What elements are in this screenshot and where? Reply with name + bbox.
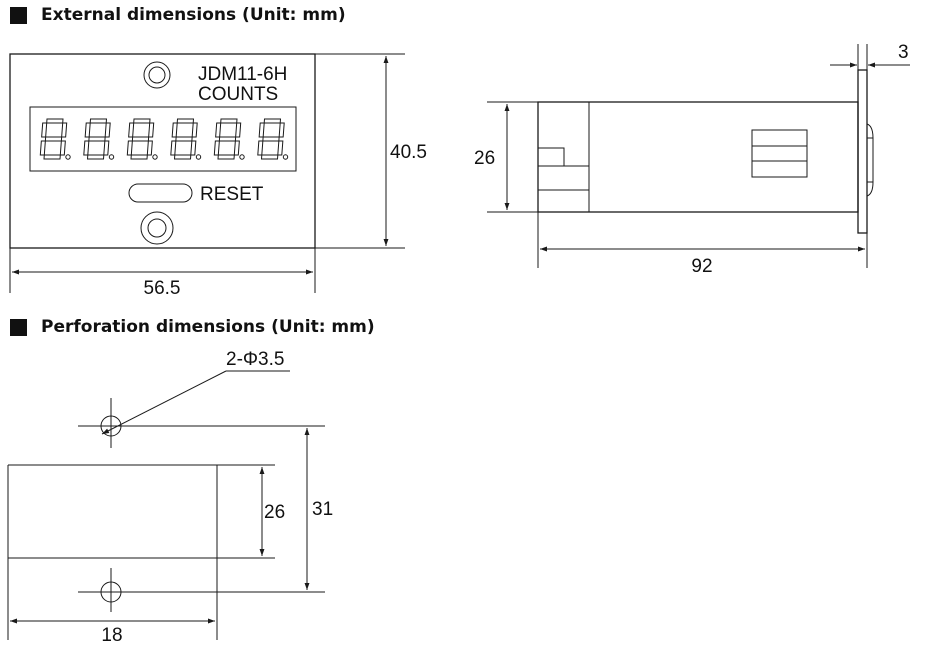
front-panel-outline [9,53,316,249]
seven-segment-digit [257,118,289,160]
display-window [29,106,297,172]
decimal-point [108,154,115,160]
cut-height-value: 26 [264,502,285,523]
front-height-value: 40.5 [390,142,427,163]
hole-leader-line [101,370,227,435]
side-length-value: 92 [691,256,712,277]
decimal-point [239,154,245,160]
seven-segment-digit [126,118,158,160]
side-height-value: 26 [474,148,495,169]
decimal-point [282,154,289,160]
perforation-dimensions-label: Perforation dimensions (Unit: mm) [41,317,375,337]
model-label: JDM11-6H [198,64,287,85]
bottom-screw-icon [140,211,174,245]
side-body-outline [537,101,859,213]
side-front-flange [857,69,868,234]
hole-diameter-label: 2-Φ3.5 [226,349,284,370]
mode-label: COUNTS [198,84,278,105]
front-view: JDM11-6H COUNTS RESET 40.5 56.5 [9,53,427,299]
perforation-view: 2-Φ3.5 26 31 18 [7,349,333,646]
cut-width-value: 18 [101,625,122,646]
reset-label: RESET [200,184,264,205]
side-vent [751,129,808,178]
side-view: 26 92 3 [474,42,910,277]
external-dimensions-title: External dimensions (Unit: mm) [10,4,346,26]
decimal-point [65,154,71,160]
seven-segment-digit [213,118,245,160]
reset-button [128,183,193,203]
decimal-point [152,154,158,160]
seven-segment-digit [83,118,115,160]
seven-segment-digit [39,118,71,160]
perforation-dimensions-title: Perforation dimensions (Unit: mm) [10,316,375,338]
panel-thickness-value: 3 [898,42,909,63]
front-width-value: 56.5 [144,278,181,299]
square-bullet-icon [10,318,27,336]
square-bullet-icon [10,6,27,24]
seven-segment-digit [170,118,202,160]
decimal-point [195,154,202,160]
seven-segment-display [39,118,289,160]
external-dimensions-label: External dimensions (Unit: mm) [41,5,346,25]
top-screw-icon [143,61,171,89]
hole-span-value: 31 [312,499,333,520]
